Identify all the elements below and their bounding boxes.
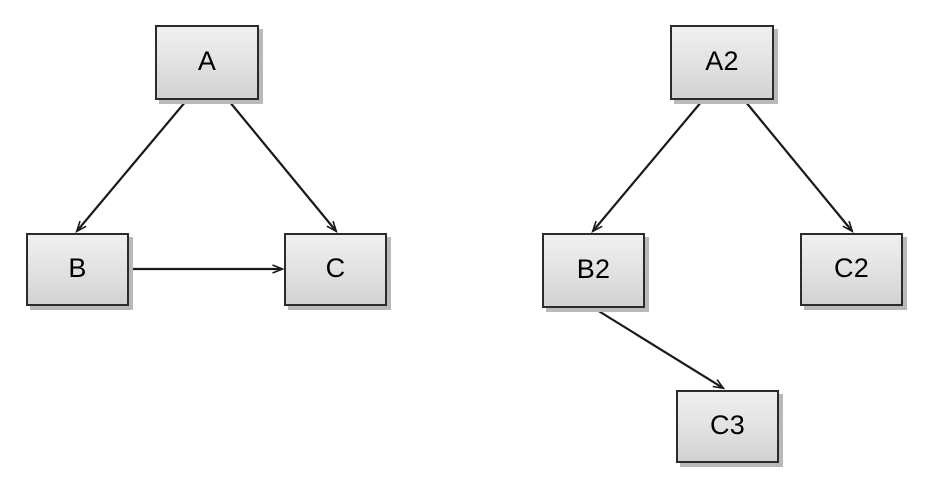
node-a2[interactable]: A2 (670, 25, 774, 100)
node-a[interactable]: A (155, 25, 259, 100)
node-b[interactable]: B (26, 233, 129, 306)
edge-b2-to-c3[interactable] (596, 309, 726, 390)
node-label: A (197, 46, 217, 76)
node-label: B2 (576, 254, 611, 284)
edge-a2-to-b2[interactable] (591, 100, 703, 234)
node-b2[interactable]: B2 (542, 233, 645, 308)
edge-a2-to-c2[interactable] (744, 100, 854, 234)
edge-a-to-c[interactable] (228, 100, 338, 234)
node-c2[interactable]: C2 (800, 233, 903, 306)
node-label: A2 (705, 46, 739, 76)
node-c[interactable]: C (284, 233, 387, 306)
node-label: C3 (709, 410, 746, 440)
node-label: C2 (833, 253, 870, 283)
node-c3[interactable]: C3 (676, 390, 779, 463)
edge-a-to-b[interactable] (75, 100, 187, 234)
node-label: B (68, 253, 87, 283)
node-label: C (325, 253, 346, 283)
